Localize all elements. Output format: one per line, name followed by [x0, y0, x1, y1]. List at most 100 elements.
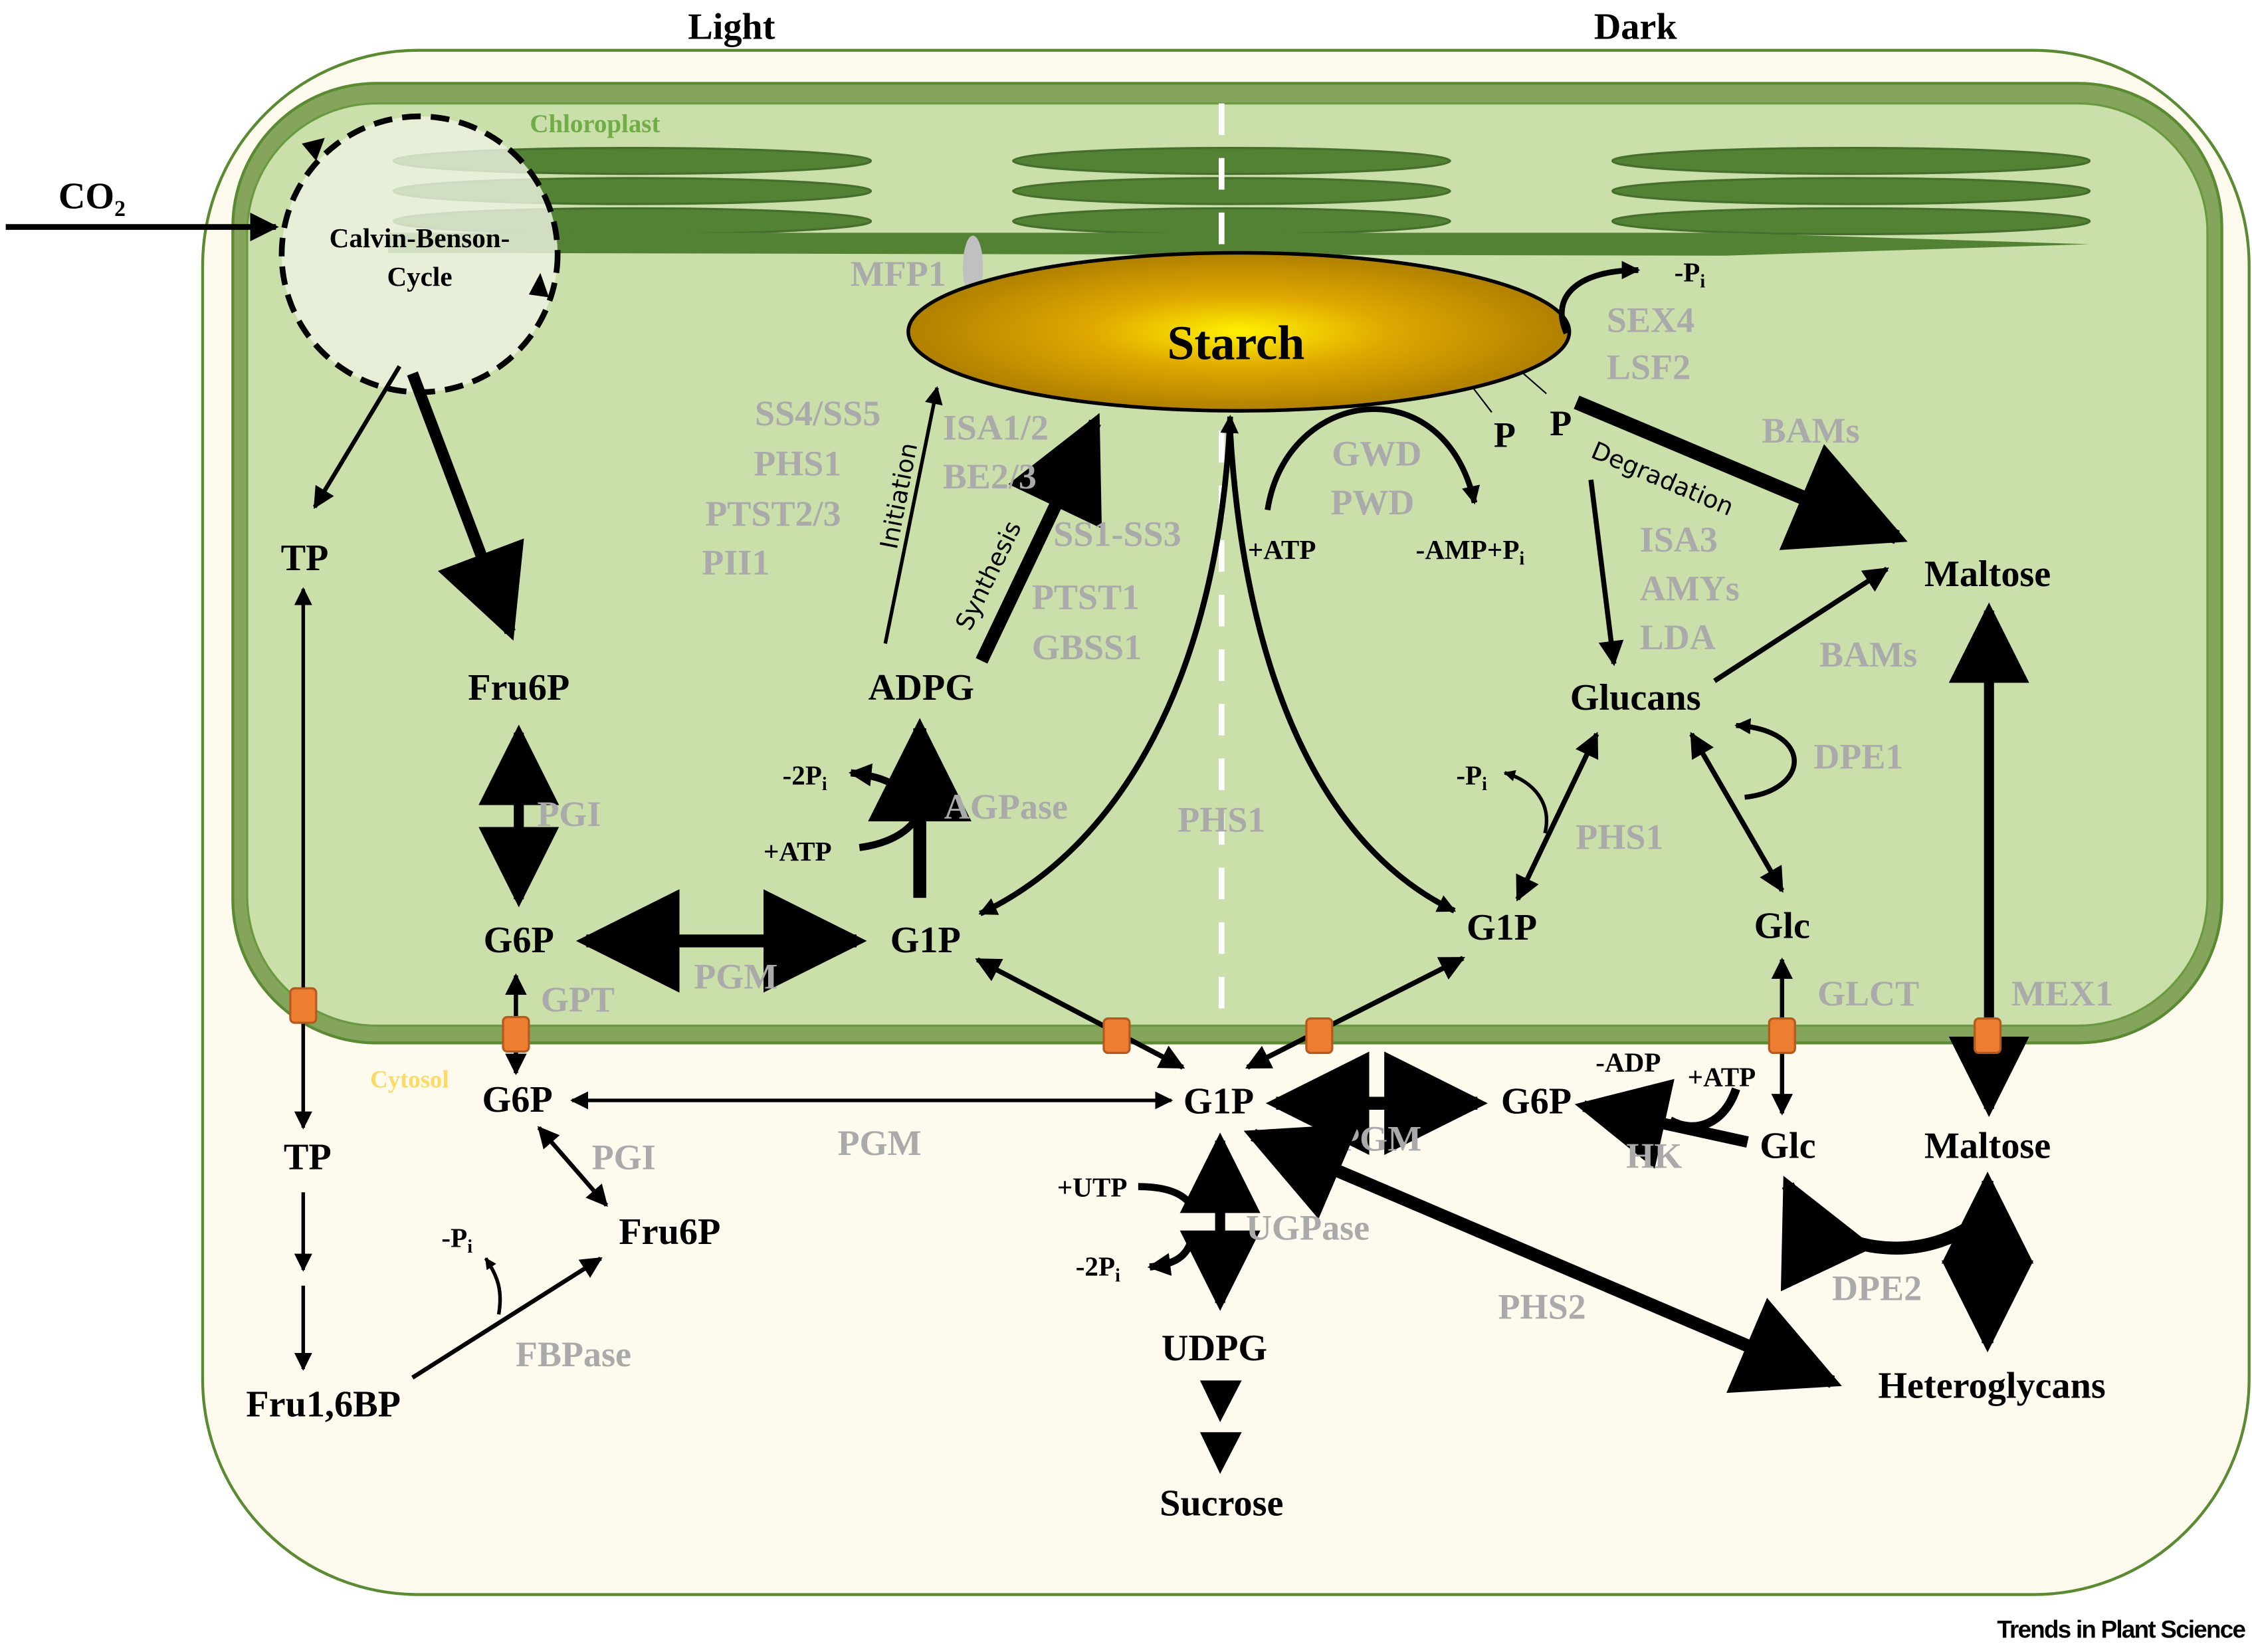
calvin-to-fru6p-arrow [407, 371, 524, 641]
metabolite-glc-cytosol: Glc [1760, 1125, 1815, 1166]
ugpase-2pi-arrow [1147, 1242, 1193, 1276]
enzyme-gwd: GWD [1332, 433, 1421, 473]
co2-label: CO₂ [58, 175, 126, 217]
phosphate-1: P [1494, 415, 1516, 455]
cofactor-plus-atp-gwd: +ATP [1248, 534, 1316, 565]
metabolite-maltose-cytosol: Maltose [1924, 1125, 2051, 1166]
cofactor-plus-utp: +UTP [1057, 1172, 1128, 1203]
udpg-to-sucrose-arrow-1 [1199, 1380, 1242, 1423]
thylakoid-stacks [387, 147, 2091, 256]
enzyme-lda: LDA [1640, 617, 1716, 657]
enzyme-bams-glucans: BAMs [1819, 635, 1917, 674]
metabolite-adpg: ADPG [869, 667, 974, 708]
enzyme-phs2: PHS2 [1498, 1287, 1586, 1326]
phosphate-bond-1 [1472, 387, 1492, 413]
enzyme-phs1-init: PHS1 [754, 444, 841, 484]
enzyme-dpe1: DPE1 [1813, 737, 1903, 777]
enzyme-pgm-cytosol-left: PGM [838, 1123, 922, 1163]
phs1-curve-light [978, 415, 1239, 916]
enzyme-ss1-ss3: SS1-SS3 [1053, 514, 1181, 554]
metabolite-g6p-chloroplast: G6P [484, 920, 554, 961]
calvin-to-tp-arrow [312, 365, 402, 509]
metabolite-g6p-cytosol: G6P [482, 1079, 552, 1120]
transporters [289, 987, 2002, 1055]
metabolite-glc-chloroplast: Glc [1754, 906, 1810, 947]
metabolite-g6p-cytosol-right: G6P [1501, 1081, 1572, 1122]
cytosol-label: Cytosol [370, 1065, 449, 1092]
enzyme-pii1: PII1 [702, 543, 769, 583]
metabolite-tp-cytosol: TP [284, 1137, 332, 1178]
cofactor-minus-pi-fbpase: -Pi [441, 1222, 472, 1257]
agpase-atp-arrow [859, 819, 917, 851]
cofactor-minus-pi-phs1: -Pi [1456, 760, 1487, 795]
calvin-benson-cycle: Calvin-Benson- Cycle [278, 113, 561, 395]
enzyme-pgm-cytosol-right: PGM [1338, 1119, 1421, 1159]
phs2-arrow [1243, 1124, 1842, 1394]
header-dark: Dark [1594, 6, 1678, 47]
cofactor-minus-pi-sex4: -Pi [1675, 257, 1706, 292]
degradation-arrow [1574, 395, 1908, 550]
enzyme-mfp1: MFP1 [851, 254, 946, 294]
glucans-to-maltose-arrow [1713, 566, 1889, 683]
starch-to-glucans-arrow [1588, 479, 1624, 667]
enzyme-sex4: SEX4 [1607, 300, 1694, 340]
transporter-mex1 [1973, 1017, 2002, 1055]
enzyme-isa3: ISA3 [1640, 520, 1718, 560]
cofactor-plus-atp-agpase: +ATP [764, 836, 832, 867]
enzyme-fbpase: FBPase [516, 1334, 631, 1374]
agpase-2pi-arrow [848, 763, 918, 807]
cofactor-minus-2pi-ugpase: -2Pi [1076, 1251, 1120, 1287]
enzyme-amys: AMYs [1640, 569, 1740, 609]
enzyme-agpase: AGPase [944, 787, 1068, 827]
glucans-g1p-arrow [1515, 732, 1599, 902]
pgi-cytosol-arrow [537, 1126, 609, 1207]
metabolite-glucans: Glucans [1570, 677, 1701, 718]
journal-credit: Trends in Plant Science [1997, 1615, 2245, 1643]
phs1-curve-dark [1227, 431, 1457, 914]
transporter-gpt [502, 1015, 530, 1053]
enzyme-gbss1: GBSS1 [1032, 627, 1142, 667]
metabolite-fru16bp: Fru1,6BP [246, 1384, 401, 1425]
initiation-arrow [883, 386, 943, 644]
transporter-glct [1768, 1017, 1796, 1055]
enzyme-glct: GLCT [1817, 974, 1919, 1013]
enzyme-ptst2-3: PTST2/3 [705, 494, 841, 534]
starch-label: Starch [1167, 315, 1304, 369]
enzyme-phs1-center: PHS1 [1177, 800, 1265, 840]
metabolite-g1p-chloroplast-dark: G1P [1467, 907, 1537, 948]
enzyme-pgi-cytosol: PGI [592, 1138, 656, 1178]
enzyme-ptst1: PTST1 [1032, 577, 1140, 617]
metabolite-fru6p-cytosol: Fru6P [619, 1211, 720, 1253]
enzyme-lsf2: LSF2 [1607, 348, 1690, 387]
metabolite-heteroglycans: Heteroglycans [1878, 1365, 2105, 1406]
g1p-light-export-arrow [975, 957, 1185, 1070]
transporter-g1p-light [1102, 1017, 1131, 1055]
header-light: Light [688, 6, 775, 47]
phosphate-2: P [1550, 403, 1572, 443]
enzyme-dpe2: DPE2 [1832, 1268, 1922, 1308]
transporter-tp [289, 987, 318, 1024]
enzyme-ugpase: UGPase [1246, 1208, 1370, 1248]
metabolite-udpg: UDPG [1162, 1328, 1267, 1369]
metabolite-fru6p-chloroplast: Fru6P [468, 667, 569, 708]
cofactor-minus-2pi-agpase: -2Pi [783, 760, 827, 795]
calvin-label-2: Cycle [387, 261, 452, 292]
chloroplast-label: Chloroplast [530, 110, 660, 138]
enzyme-mex1: MEX1 [2011, 974, 2113, 1013]
metabolite-tp-chloroplast: TP [281, 538, 329, 579]
ugpase-utp-arrow [1138, 1183, 1193, 1207]
calvin-label-1: Calvin-Benson- [330, 223, 510, 253]
enzyme-hk: HK [1626, 1136, 1682, 1176]
enzyme-be2-3: BE2/3 [943, 457, 1037, 496]
phosphate-bond-2 [1522, 373, 1547, 395]
g1p-dark-export-arrow [1245, 956, 1466, 1070]
phs1-dark-pi-arrow [1503, 770, 1549, 834]
starch-granule [906, 251, 1572, 413]
enzyme-gpt: GPT [541, 980, 615, 1019]
enzyme-isa1-2: ISA1/2 [943, 408, 1049, 448]
fbpase-pi-arrow [484, 1257, 502, 1315]
synthesis-arrow [975, 413, 1102, 664]
cofactor-minus-amp-pi: -AMP+Pi [1416, 534, 1525, 569]
metabolite-sucrose: Sucrose [1160, 1483, 1283, 1524]
